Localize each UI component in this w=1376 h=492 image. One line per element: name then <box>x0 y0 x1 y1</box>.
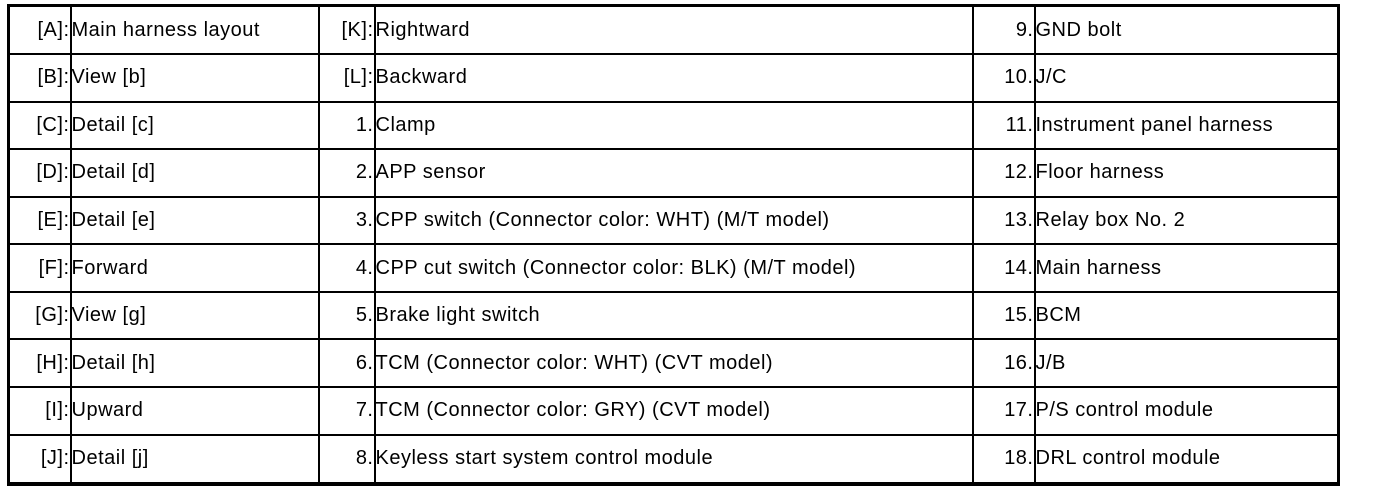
table-row: [I]: Upward 7. TCM (Connector color: GRY… <box>7 385 1340 436</box>
ref-key-cell: 8. <box>317 433 376 486</box>
ref-letter-cell: [I]: <box>7 385 72 436</box>
ref-letter-desc-cell: Detail [j] <box>69 433 320 486</box>
legend-table-body: [A]: Main harness layout [K]: Rightward … <box>7 4 1340 486</box>
item-desc-cell: Main harness <box>1033 243 1340 293</box>
ref-letter-desc-cell: Forward <box>69 243 320 293</box>
ref-key-cell: [K]: <box>317 4 376 56</box>
item-number-cell: 14. <box>971 243 1036 293</box>
item-number-cell: 11. <box>971 100 1036 151</box>
item-number-cell: 9. <box>971 4 1036 56</box>
ref-letter-cell: [B]: <box>7 53 72 103</box>
item-number-cell: 15. <box>971 290 1036 341</box>
legend-table: [A]: Main harness layout [K]: Rightward … <box>7 4 1340 486</box>
ref-key-desc-cell: Backward <box>373 53 974 103</box>
table-row: [A]: Main harness layout [K]: Rightward … <box>7 4 1340 56</box>
ref-letter-cell: [C]: <box>7 100 72 151</box>
ref-letter-desc-cell: Detail [c] <box>69 100 320 151</box>
ref-letter-desc-cell: View [b] <box>69 53 320 103</box>
ref-letter-cell: [E]: <box>7 195 72 246</box>
ref-key-cell: 2. <box>317 148 376 198</box>
table-row: [E]: Detail [e] 3. CPP switch (Connector… <box>7 195 1340 246</box>
table-row: [C]: Detail [c] 1. Clamp 11. Instrument … <box>7 100 1340 151</box>
table-row: [F]: Forward 4. CPP cut switch (Connecto… <box>7 243 1340 293</box>
item-number-cell: 10. <box>971 53 1036 103</box>
item-desc-cell: J/C <box>1033 53 1340 103</box>
ref-key-desc-cell: Brake light switch <box>373 290 974 341</box>
table-row: [B]: View [b] [L]: Backward 10. J/C <box>7 53 1340 103</box>
table-row: [D]: Detail [d] 2. APP sensor 12. Floor … <box>7 148 1340 198</box>
item-desc-cell: P/S control module <box>1033 385 1340 436</box>
item-desc-cell: Relay box No. 2 <box>1033 195 1340 246</box>
ref-letter-desc-cell: View [g] <box>69 290 320 341</box>
item-desc-cell: Floor harness <box>1033 148 1340 198</box>
item-desc-cell: DRL control module <box>1033 433 1340 486</box>
item-desc-cell: J/B <box>1033 338 1340 388</box>
table-row: [H]: Detail [h] 6. TCM (Connector color:… <box>7 338 1340 388</box>
ref-letter-cell: [H]: <box>7 338 72 388</box>
ref-letter-desc-cell: Detail [e] <box>69 195 320 246</box>
ref-letter-cell: [F]: <box>7 243 72 293</box>
ref-key-cell: 4. <box>317 243 376 293</box>
ref-key-desc-cell: Keyless start system control module <box>373 433 974 486</box>
ref-key-desc-cell: TCM (Connector color: GRY) (CVT model) <box>373 385 974 436</box>
ref-key-desc-cell: CPP switch (Connector color: WHT) (M/T m… <box>373 195 974 246</box>
ref-key-cell: 5. <box>317 290 376 341</box>
ref-key-desc-cell: Clamp <box>373 100 974 151</box>
ref-key-cell: 1. <box>317 100 376 151</box>
item-number-cell: 16. <box>971 338 1036 388</box>
item-number-cell: 18. <box>971 433 1036 486</box>
ref-letter-desc-cell: Detail [h] <box>69 338 320 388</box>
ref-key-cell: 7. <box>317 385 376 436</box>
ref-letter-desc-cell: Detail [d] <box>69 148 320 198</box>
ref-letter-cell: [J]: <box>7 433 72 486</box>
table-row: [G]: View [g] 5. Brake light switch 15. … <box>7 290 1340 341</box>
ref-letter-desc-cell: Main harness layout <box>69 4 320 56</box>
ref-letter-cell: [D]: <box>7 148 72 198</box>
ref-key-desc-cell: Rightward <box>373 4 974 56</box>
ref-letter-desc-cell: Upward <box>69 385 320 436</box>
table-row: [J]: Detail [j] 8. Keyless start system … <box>7 433 1340 486</box>
ref-key-desc-cell: APP sensor <box>373 148 974 198</box>
ref-key-desc-cell: TCM (Connector color: WHT) (CVT model) <box>373 338 974 388</box>
ref-key-desc-cell: CPP cut switch (Connector color: BLK) (M… <box>373 243 974 293</box>
item-number-cell: 12. <box>971 148 1036 198</box>
ref-letter-cell: [A]: <box>7 4 72 56</box>
item-desc-cell: Instrument panel harness <box>1033 100 1340 151</box>
ref-key-cell: 3. <box>317 195 376 246</box>
ref-key-cell: 6. <box>317 338 376 388</box>
ref-key-cell: [L]: <box>317 53 376 103</box>
item-number-cell: 13. <box>971 195 1036 246</box>
ref-letter-cell: [G]: <box>7 290 72 341</box>
item-number-cell: 17. <box>971 385 1036 436</box>
item-desc-cell: BCM <box>1033 290 1340 341</box>
item-desc-cell: GND bolt <box>1033 4 1340 56</box>
